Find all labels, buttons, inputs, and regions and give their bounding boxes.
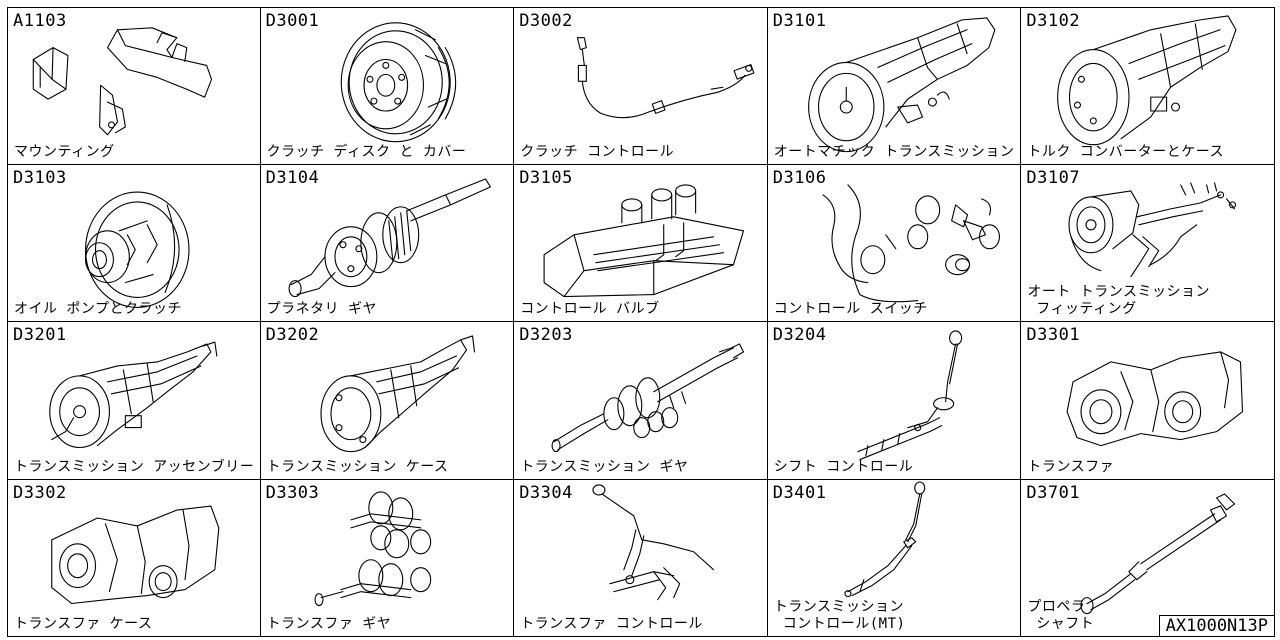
section-label: オイル ポンプとクラッチ <box>14 301 183 317</box>
section-cell-d3105[interactable]: D3105 コントロール バルブ <box>514 164 768 322</box>
section-code: D3301 <box>1026 325 1081 345</box>
section-code: D3102 <box>1026 11 1081 31</box>
section-label: トランスミッション コントロール(MT) <box>773 599 906 632</box>
section-label: コントロール バルブ <box>520 301 660 317</box>
transfer-gear-icon <box>314 490 431 606</box>
section-label: トルク コンバーターとケース <box>1027 143 1225 160</box>
section-code: D3701 <box>1026 482 1081 503</box>
section-cell-d3701[interactable]: D3701 プロペラ シャフト <box>1021 479 1275 637</box>
section-cell-d3104[interactable]: D3104 プラネタリ ギヤ <box>260 164 515 322</box>
section-code: D3101 <box>772 11 827 31</box>
shift-control-icon <box>857 330 962 461</box>
section-label: プラネタリ ギヤ <box>266 301 378 317</box>
torque-converter-case-icon <box>1057 15 1237 146</box>
section-code: D3105 <box>519 167 573 188</box>
transfer-control-icon <box>592 483 715 600</box>
automatic-transmission-icon <box>807 17 996 153</box>
section-cell-d3304[interactable]: D3304 トランスファ コントロール <box>514 479 768 637</box>
section-cell-d3303[interactable]: D3303 トランスファ ギヤ <box>260 479 515 637</box>
control-switch-icon <box>822 183 1000 302</box>
section-code: D3202 <box>265 325 320 345</box>
transmission-gear-shaft-icon <box>551 343 745 453</box>
section-code: A1103 <box>13 11 67 31</box>
section-label: トランスミッション ケース <box>266 458 449 475</box>
section-code: D3401 <box>772 482 827 503</box>
section-label: コントロール スイッチ <box>773 301 928 317</box>
oil-pump-clutch-icon <box>85 190 190 308</box>
section-code: D3302 <box>13 482 67 503</box>
section-label: プロペラ シャフト <box>1027 599 1095 632</box>
section-label: オートマチック トランスミッション <box>773 143 1015 160</box>
mounting-brackets-icon <box>32 27 213 136</box>
section-label: トランスファ コントロール <box>520 616 703 632</box>
section-cell-d3103[interactable]: D3103 オイル ポンプとクラッチ <box>7 164 261 322</box>
planetary-gear-icon <box>288 177 491 297</box>
section-code: D3201 <box>13 325 67 345</box>
clutch-disc-icon <box>340 22 456 143</box>
parts-index-grid: A1103 マウンティング D3001 クラッチ ディスク と カバー D3002 ク… <box>7 7 1275 637</box>
section-cell-d3106[interactable]: D3106 コントロール スイッチ <box>767 164 1022 322</box>
section-label: マウンティング <box>14 143 115 160</box>
section-code: D3001 <box>265 11 320 31</box>
section-label: クラッチ コントロール <box>520 143 675 160</box>
transmission-assembly-icon <box>49 341 218 449</box>
section-cell-d3201[interactable]: D3201 トランスミッション アッセンブリー <box>7 322 261 480</box>
section-cell-d3102[interactable]: D3102 トルク コンバーターとケース <box>1021 7 1275 165</box>
section-code: D3304 <box>519 482 573 503</box>
control-valve-icon <box>543 183 745 297</box>
section-code: D3002 <box>519 11 573 31</box>
section-cell-d3302[interactable]: D3302 トランスファ ケース <box>7 479 261 637</box>
section-label: トランスミッション アッセンブリー <box>14 458 255 475</box>
section-code: D3107 <box>1026 167 1081 188</box>
section-label: トランスミッション ギヤ <box>520 458 689 475</box>
section-label: オート トランスミッション フィッティング <box>1027 284 1211 317</box>
clutch-cable-icon <box>577 37 755 119</box>
section-code: D3104 <box>265 167 320 188</box>
transfer-icon <box>1066 351 1244 447</box>
figure-number: AX1000N13P <box>1158 615 1275 637</box>
section-cell-d3101[interactable]: D3101 オートマチック トランスミッション <box>767 7 1022 165</box>
section-label: クラッチ ディスク と カバー <box>266 143 467 160</box>
section-cell-d3107[interactable]: D3107 オート トランスミッション フィッティング <box>1021 164 1275 322</box>
section-code: D3106 <box>772 167 827 188</box>
section-cell-d3002[interactable]: D3002 クラッチ コントロール <box>514 7 768 165</box>
section-code: D3103 <box>13 167 67 188</box>
transfer-case-icon <box>51 504 220 604</box>
section-label: トランスファ <box>1027 458 1115 475</box>
section-cell-d3203[interactable]: D3203 トランスミッション ギヤ <box>514 322 768 480</box>
section-label: シフト コントロール <box>773 458 914 475</box>
transmission-case-icon <box>320 335 475 453</box>
section-cell-d3001[interactable]: D3001 クラッチ ディスク と カバー <box>260 7 515 165</box>
section-cell-a1103[interactable]: A1103 マウンティング <box>7 7 261 165</box>
section-cell-d3202[interactable]: D3202 トランスミッション ケース <box>260 322 515 480</box>
section-code: D3303 <box>265 482 320 503</box>
section-cell-d3301[interactable]: D3301 トランスファ <box>1021 322 1275 480</box>
section-cell-d3401[interactable]: D3401 トランスミッション コントロール(MT) <box>767 479 1022 637</box>
section-code: D3203 <box>519 325 573 345</box>
section-label: トランスファ ケース <box>14 616 153 632</box>
section-cell-d3204[interactable]: D3204 シフト コントロール <box>767 322 1022 480</box>
section-code: D3204 <box>772 325 827 345</box>
section-label: トランスファ ギヤ <box>266 616 392 632</box>
